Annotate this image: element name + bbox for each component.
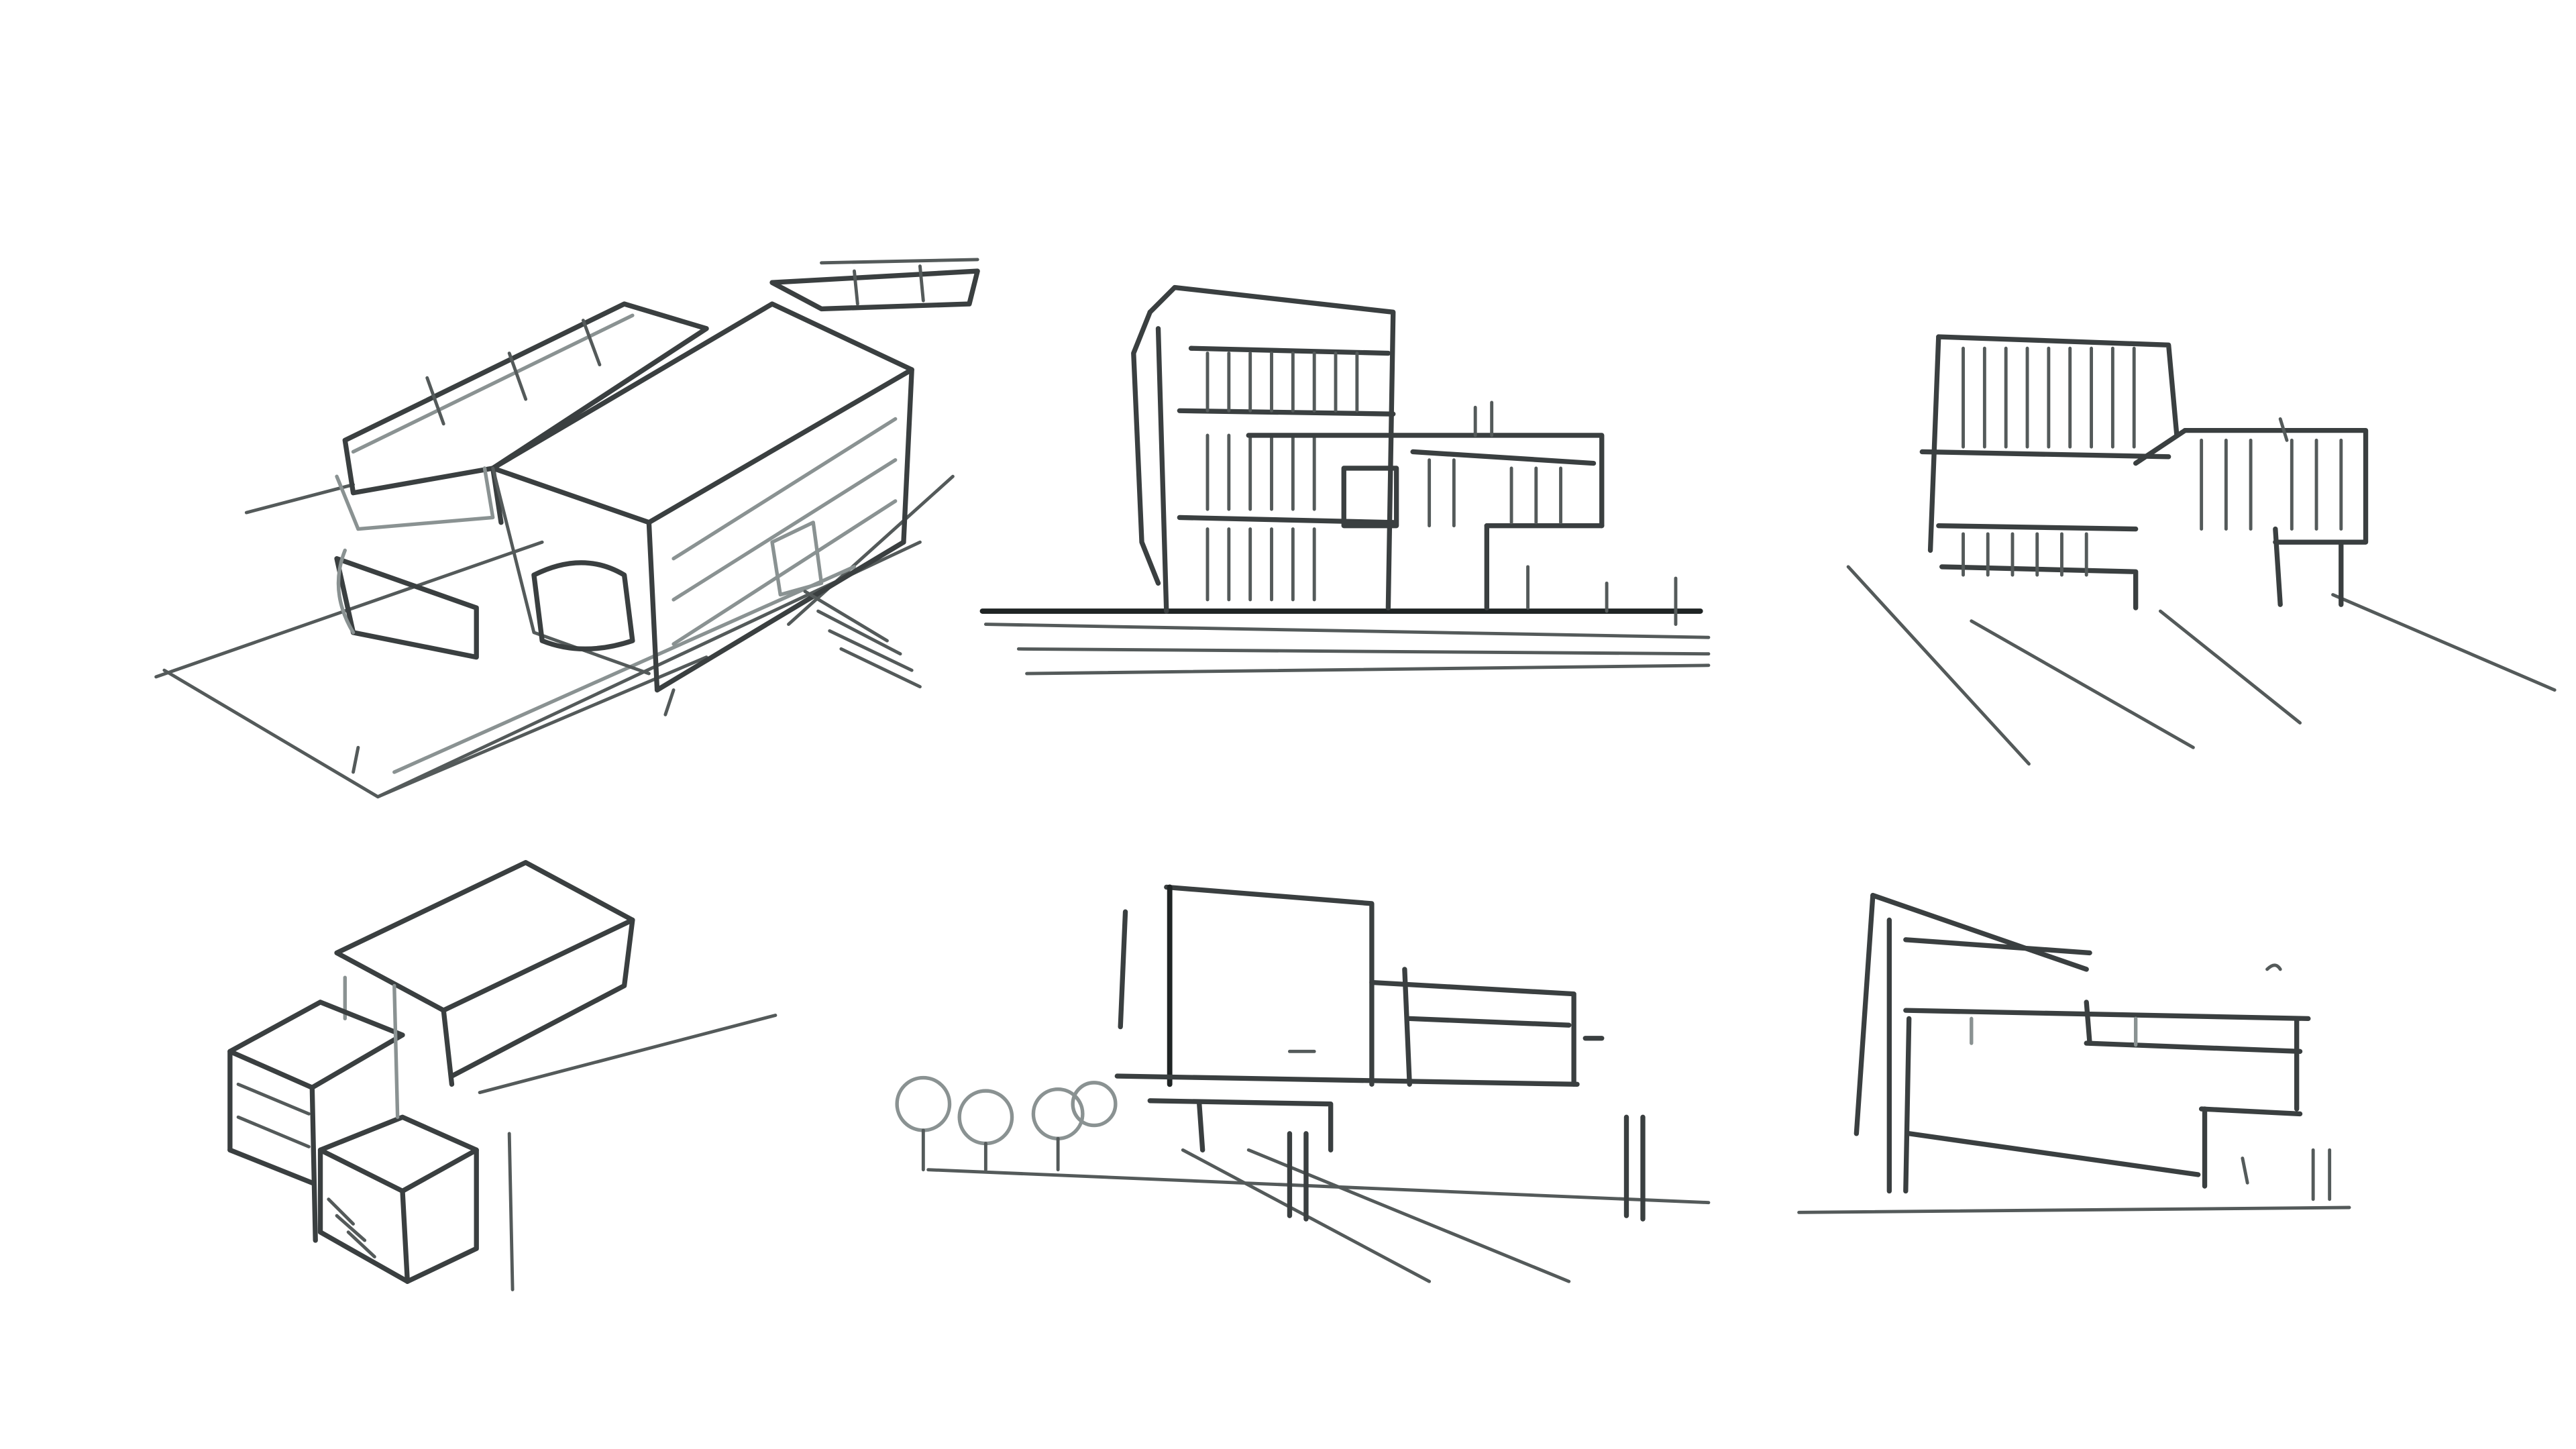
sketch-aerial-axonometric-2 (227, 860, 777, 1291)
sketch-corner-perspective-1 (1846, 334, 2557, 766)
sketch-street-perspective-1 (979, 284, 1711, 676)
sketch-street-perspective-2 (895, 884, 1711, 1283)
sketch-aerial-axonometric-1 (154, 258, 980, 799)
sketch-corner-perspective-2 (1797, 893, 2351, 1214)
